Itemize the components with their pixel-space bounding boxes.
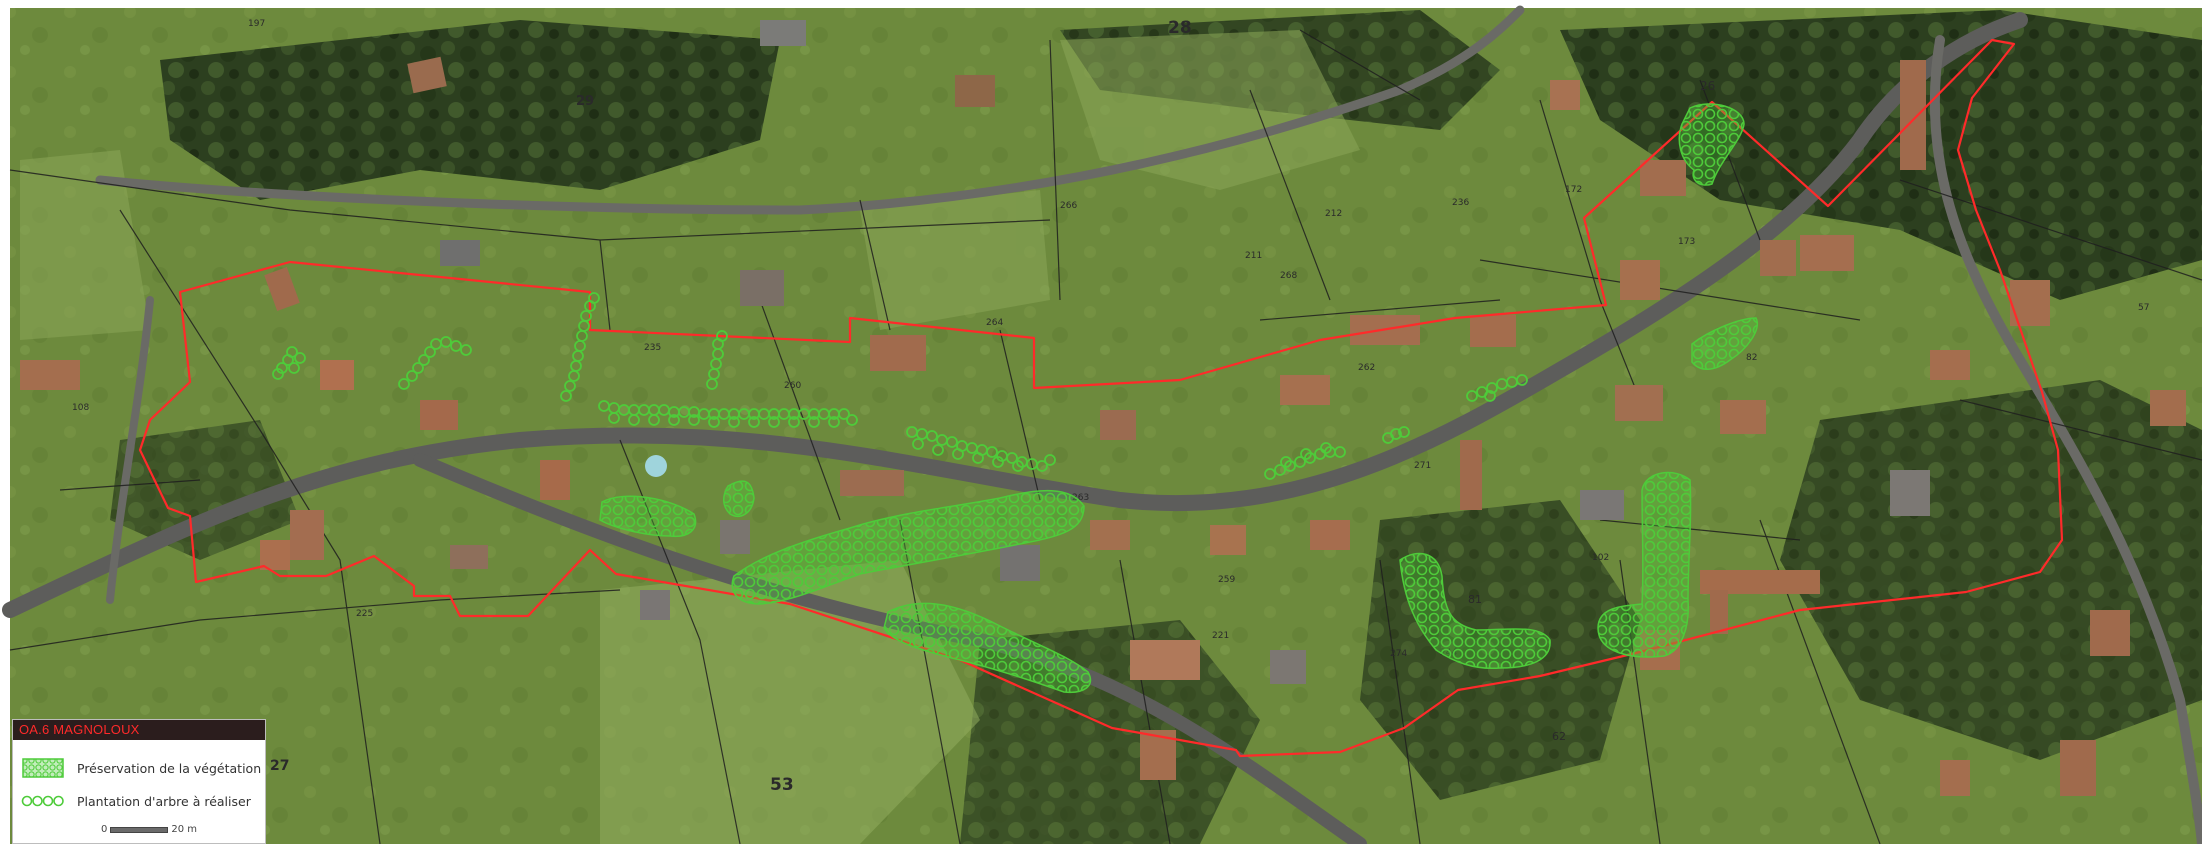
- planting-row: [272, 346, 306, 380]
- scale-bar-line: [110, 826, 169, 833]
- parcel-number: 235: [644, 343, 661, 353]
- parcel-number: 28: [1168, 18, 1192, 38]
- vegetation-preservation-zones: [599, 103, 1759, 694]
- parcel-number: 259: [1218, 575, 1235, 585]
- parcel-number: 197: [248, 19, 265, 29]
- parcel-number: 26: [1700, 79, 1715, 93]
- planting-row: [1466, 374, 1528, 402]
- parcel-number: 260: [784, 381, 801, 391]
- parcel-number: 57: [2138, 303, 2149, 313]
- parcel-number: 173: [1678, 237, 1695, 247]
- parcel-number: 236: [1452, 198, 1469, 208]
- legend-title: OA.6 MAGNOLOUX: [13, 720, 265, 740]
- parcel-number: 263: [1072, 493, 1089, 503]
- planting-row: [560, 292, 600, 402]
- parcel-number: 172: [1565, 185, 1582, 195]
- parcel-number: 102: [1592, 553, 1609, 563]
- parcel-number: 81: [1468, 593, 1482, 606]
- parcel-number: 82: [1746, 353, 1757, 363]
- legend-item-tree-planting: Plantation d'arbre à réaliser: [21, 790, 251, 812]
- parcel-number: 271: [1414, 461, 1431, 471]
- legend-label: Plantation d'arbre à réaliser: [77, 793, 251, 809]
- meadows: [20, 30, 1360, 844]
- legend-item-vegetation-preservation: Préservation de la végétation: [21, 757, 261, 779]
- parcel-number: 264: [986, 318, 1003, 328]
- parcel-number: 29: [576, 94, 594, 109]
- parcel-number: 211: [1245, 251, 1262, 261]
- green-circle-row-icon: [21, 795, 64, 807]
- planting-row: [1382, 426, 1410, 444]
- parcel-number: 27: [270, 758, 289, 774]
- green-circle-cluster-icon: [22, 758, 64, 778]
- map-legend: OA.6 MAGNOLOUX Préservation de la végéta…: [12, 719, 266, 844]
- planting-row: [1264, 442, 1346, 480]
- parcel-number: 62: [1552, 730, 1566, 743]
- parcel-number: 221: [1212, 631, 1229, 641]
- legend-label: Préservation de la végétation: [77, 760, 262, 776]
- scale-bar: 0 20 m: [101, 824, 197, 835]
- houses: [20, 20, 2186, 796]
- scale-start: 0: [101, 824, 108, 835]
- planting-row: [598, 330, 858, 428]
- parcel-number: 108: [72, 403, 89, 413]
- parcel-number: 225: [356, 609, 373, 619]
- planting-row: [906, 426, 1056, 472]
- parcel-number: 274: [1390, 649, 1407, 659]
- parcel-number: 268: [1280, 271, 1297, 281]
- parcel-number: 266: [1060, 201, 1077, 211]
- scale-end: 20 m: [171, 824, 198, 835]
- parcel-number: 212: [1325, 209, 1342, 219]
- tree-planting-rows: [272, 292, 1528, 480]
- parcel-number: 53: [770, 775, 794, 795]
- planting-row: [398, 336, 472, 390]
- parcel-number: 262: [1358, 363, 1375, 373]
